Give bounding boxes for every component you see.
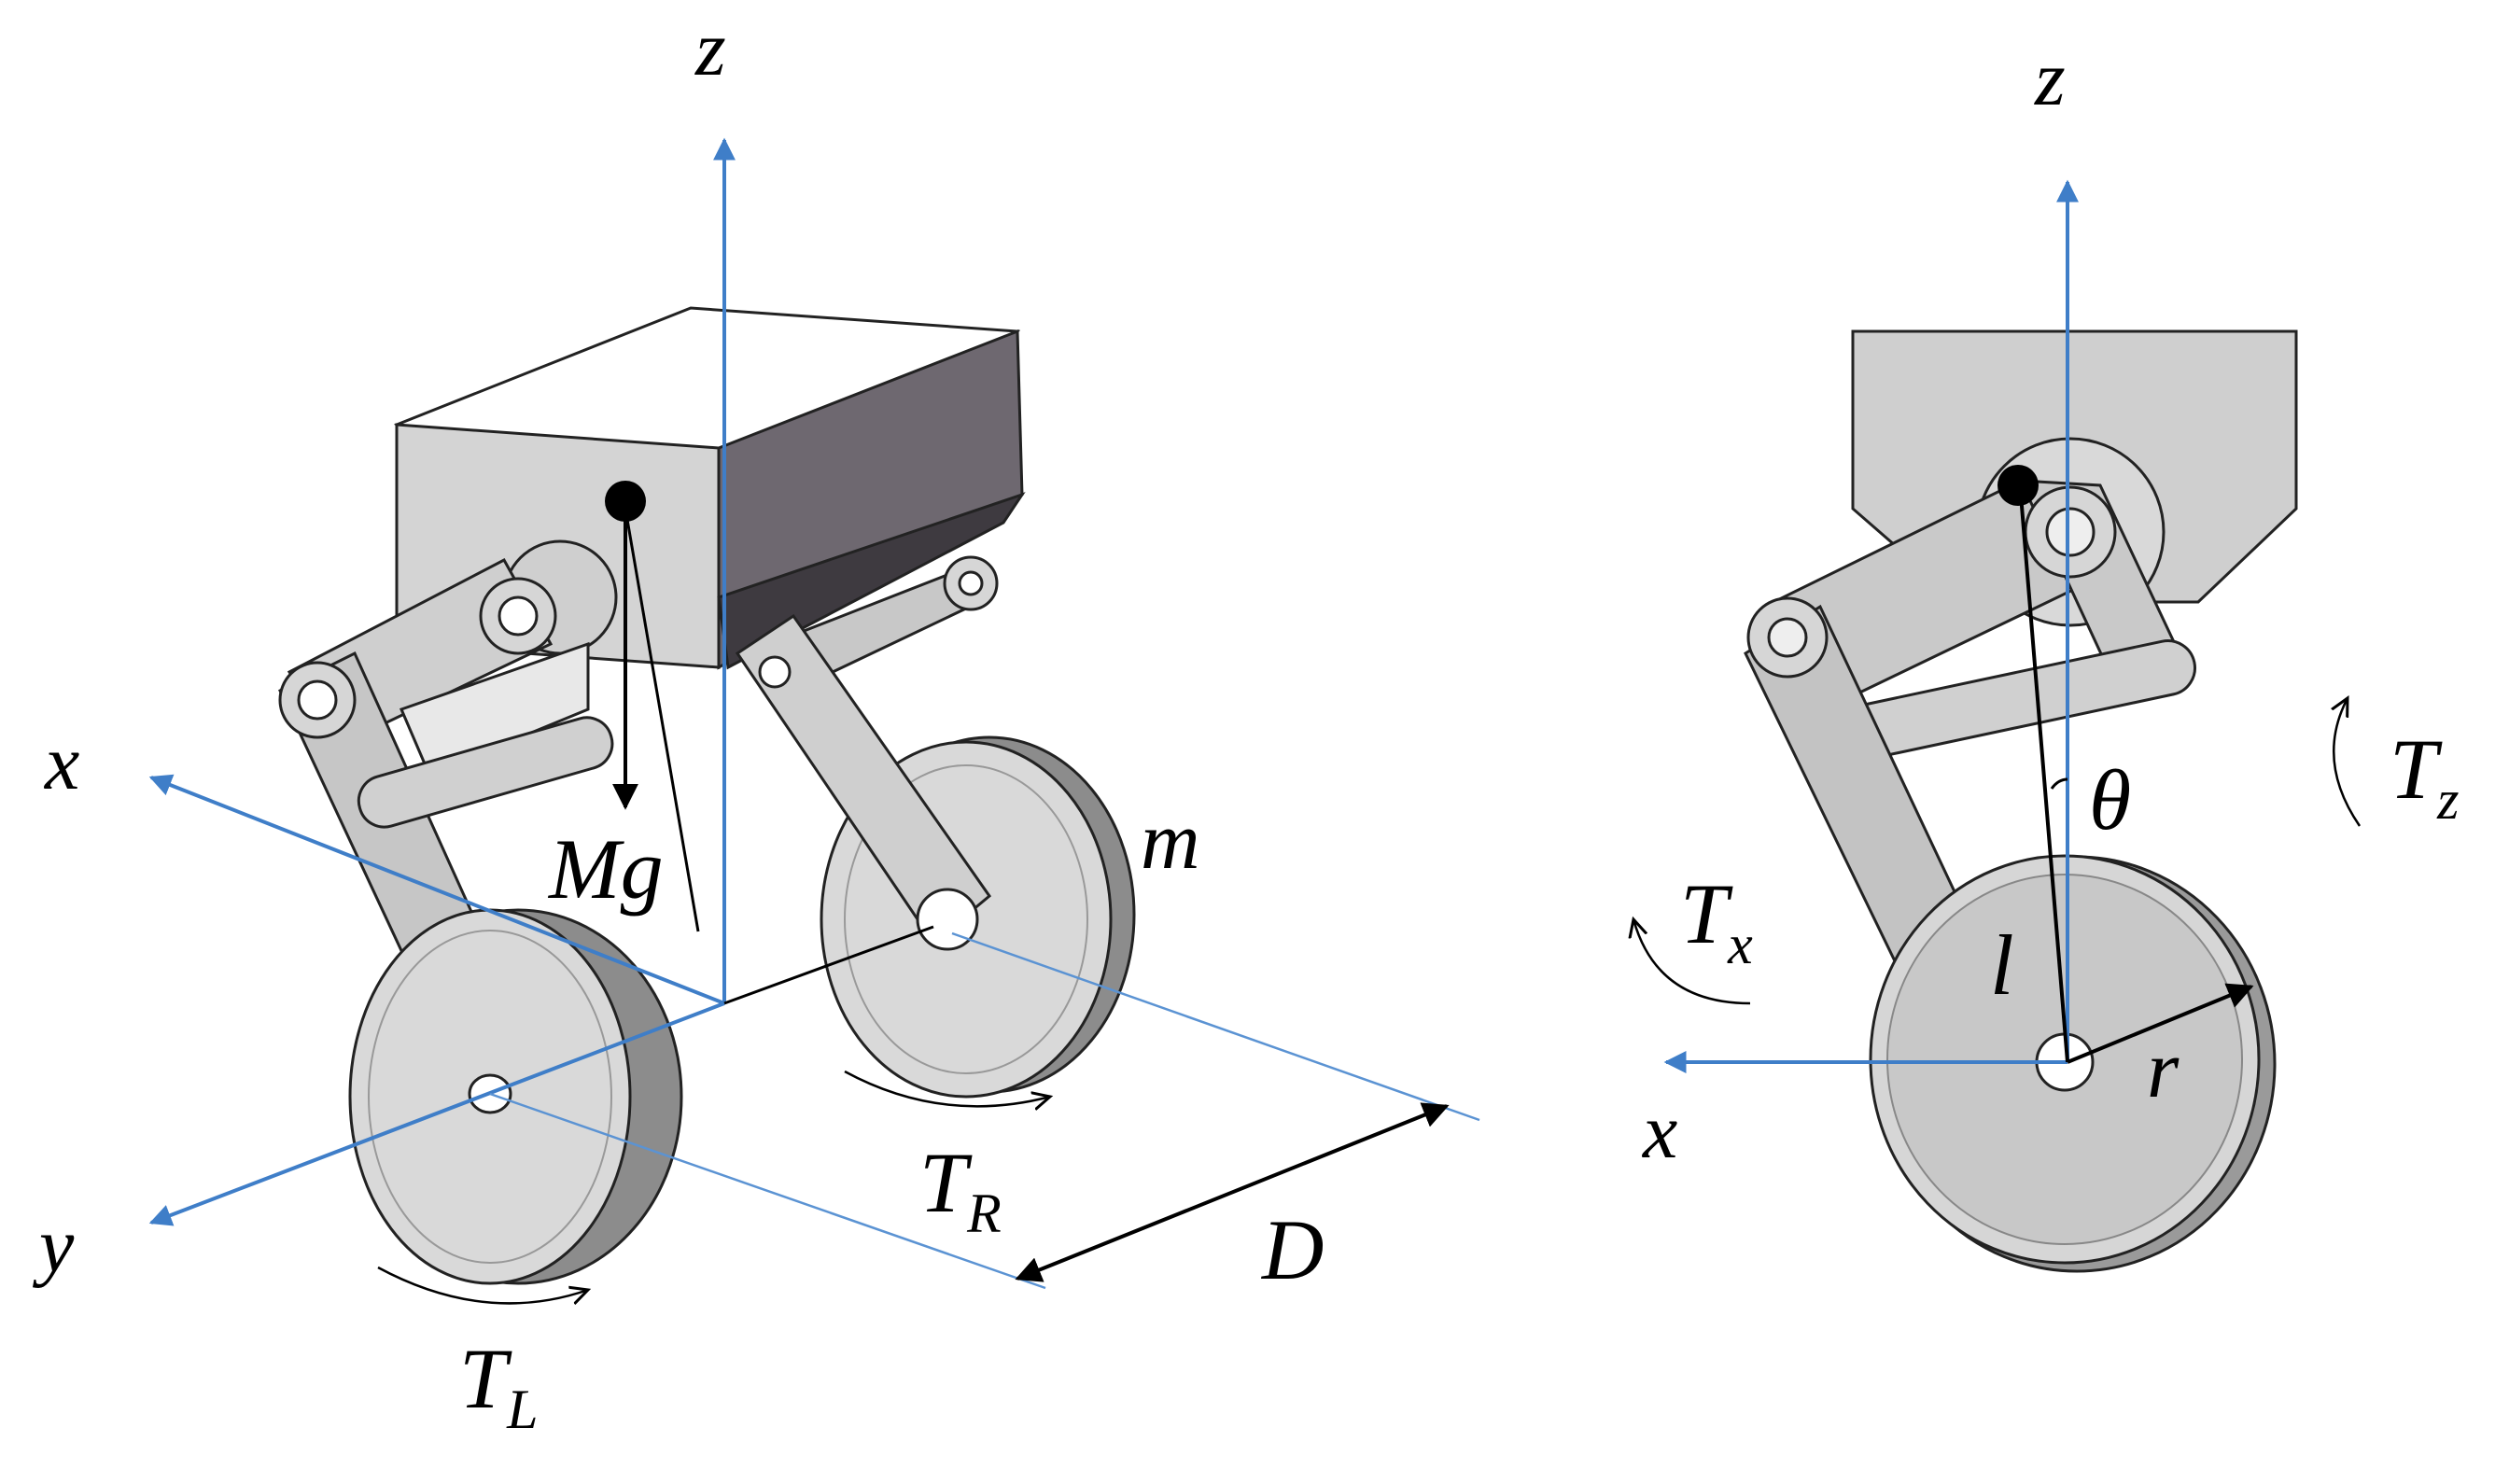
com-to-origin-line xyxy=(624,508,700,932)
knee-pin xyxy=(1767,617,1808,658)
torque-left-arc xyxy=(377,1266,588,1303)
x-axis-label: x xyxy=(43,720,79,806)
pendulum-line xyxy=(2019,494,2069,1063)
torque-z-label: Tz xyxy=(2390,721,2460,831)
side-center-of-mass-dot xyxy=(1997,465,2039,506)
distance-arrow xyxy=(1015,1102,1450,1282)
torque-left-label: TL xyxy=(459,1331,539,1440)
right-leg xyxy=(735,555,999,951)
distance-label: D xyxy=(1260,1202,1324,1297)
y-axis-label: y xyxy=(32,1202,75,1289)
torque-right-label: TR xyxy=(919,1135,1002,1244)
left-view: z x y Mg m TR TL D xyxy=(32,6,1480,1440)
radius-label: r xyxy=(2147,1025,2180,1115)
length-label: l xyxy=(1990,917,2014,1013)
side-wheel xyxy=(1869,854,2277,1273)
mass-label: m xyxy=(1141,796,1200,887)
torque-right-arc xyxy=(844,1070,1050,1106)
radius-arrow xyxy=(2067,983,2254,1064)
left-wheel xyxy=(348,908,683,1285)
side-x-axis-label: x xyxy=(1641,1088,1677,1175)
weight-label: Mg xyxy=(547,821,664,917)
right-axle-line xyxy=(951,931,1480,1122)
origin-to-right-axle-line xyxy=(723,925,934,1005)
torque-x-arc xyxy=(1633,919,1751,1005)
theta-arc xyxy=(2050,777,2068,790)
torque-x-label: Tx xyxy=(1680,866,1753,975)
theta-label: θ xyxy=(2089,752,2131,847)
z-axis-label: z xyxy=(694,6,726,92)
center-of-mass-dot xyxy=(605,481,646,522)
hip-pin xyxy=(2045,507,2096,557)
left-axle-line xyxy=(489,1092,1046,1290)
y-axis xyxy=(148,1001,725,1226)
x-axis xyxy=(148,774,725,1005)
torque-z-arc xyxy=(2334,698,2362,827)
right-view: z x θ Tz Tx l r xyxy=(1633,35,2460,1273)
left-leg xyxy=(278,539,618,973)
side-z-axis-label: z xyxy=(2034,35,2066,122)
